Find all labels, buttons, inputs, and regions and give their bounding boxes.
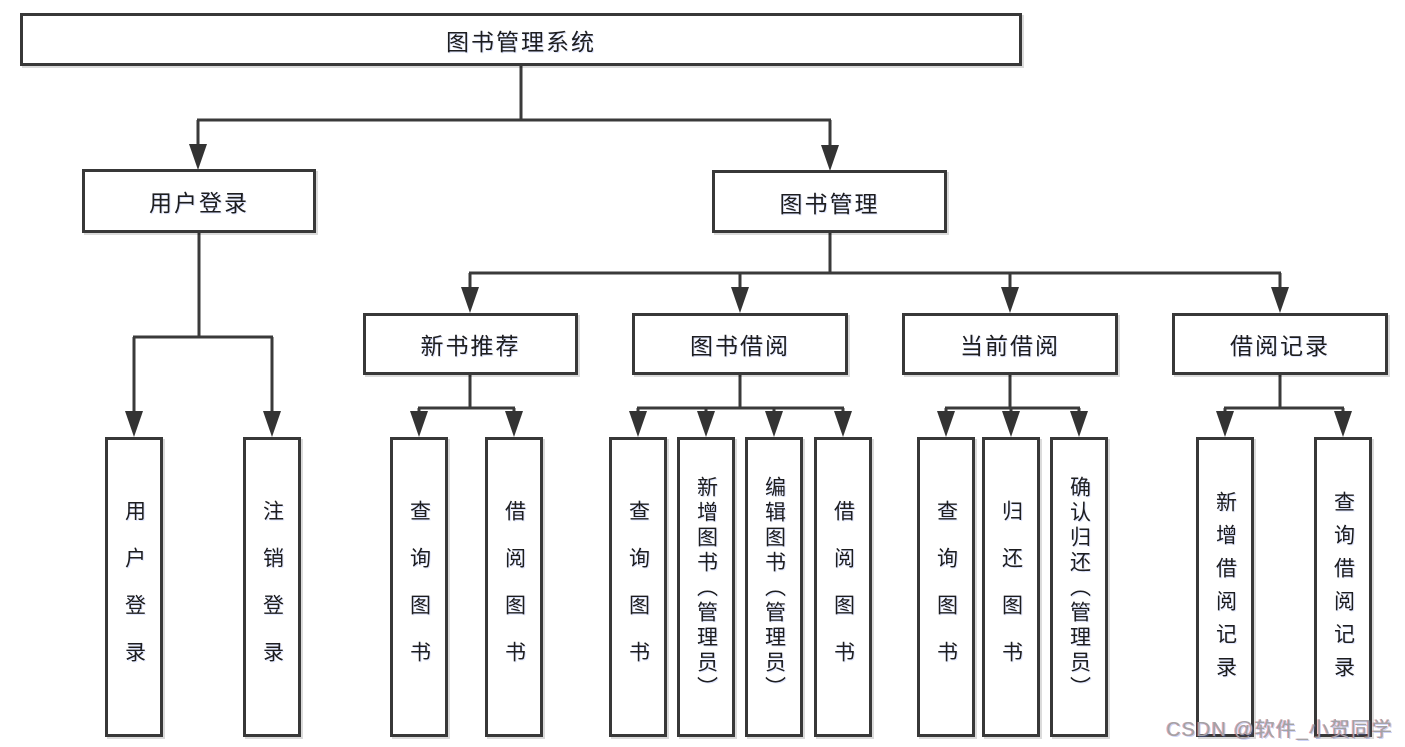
leaf-user-login: 用户登录 [105,437,163,737]
leaf-records-add-label: 新增借阅记录 [1213,491,1237,689]
node-new-book-recommend-label: 新书推荐 [420,333,521,359]
leaf-logout: 注销登录 [243,437,301,737]
leaf-borrowing-edit-admin: 编辑图书（管理员） [745,437,803,737]
leaf-newbooks-query-label: 查询图书 [407,499,431,688]
leaf-logout-label: 注销登录 [260,499,284,688]
node-root-label: 图书管理系统 [446,28,596,55]
leaf-borrowing-query: 查询图书 [609,437,667,737]
leaf-current-return-label: 归还图书 [999,499,1023,688]
leaf-borrowing-add-admin-label: 新增图书（管理员） [694,475,718,701]
leaf-newbooks-borrow-label: 借阅图书 [502,499,526,688]
leaf-current-confirm-admin: 确认归还（管理员） [1050,437,1108,737]
node-current-borrowing: 当前借阅 [902,313,1118,375]
node-new-book-recommend: 新书推荐 [363,313,578,375]
node-book-management-label: 图书管理 [779,190,880,217]
node-user-login-label: 用户登录 [149,190,249,216]
node-book-borrowing: 图书借阅 [632,313,848,375]
leaf-current-confirm-admin-label: 确认归还（管理员） [1067,475,1091,701]
leaf-newbooks-query: 查询图书 [390,437,448,737]
leaf-borrowing-add-admin: 新增图书（管理员） [677,437,735,737]
node-borrowing-records: 借阅记录 [1172,313,1388,375]
node-current-borrowing-label: 当前借阅 [960,333,1060,359]
leaf-borrowing-borrow: 借阅图书 [814,437,872,737]
leaf-current-query: 查询图书 [917,437,975,737]
node-book-management: 图书管理 [712,170,947,233]
leaf-borrowing-query-label: 查询图书 [626,499,650,688]
leaf-borrowing-borrow-label: 借阅图书 [831,499,855,688]
node-borrowing-records-label: 借阅记录 [1230,333,1330,359]
leaf-user-login-label: 用户登录 [122,499,146,688]
node-root: 图书管理系统 [20,13,1022,66]
leaf-records-query: 查询借阅记录 [1314,437,1372,737]
leaf-newbooks-borrow: 借阅图书 [485,437,543,737]
leaf-borrowing-edit-admin-label: 编辑图书（管理员） [762,475,786,701]
node-book-borrowing-label: 图书借阅 [690,333,790,359]
leaf-current-return: 归还图书 [982,437,1040,737]
leaf-records-query-label: 查询借阅记录 [1331,491,1355,689]
node-user-login: 用户登录 [82,169,316,233]
watermark: CSDN @软件_小贺同学 [1166,719,1393,741]
leaf-current-query-label: 查询图书 [934,499,958,688]
leaf-records-add: 新增借阅记录 [1196,437,1254,737]
